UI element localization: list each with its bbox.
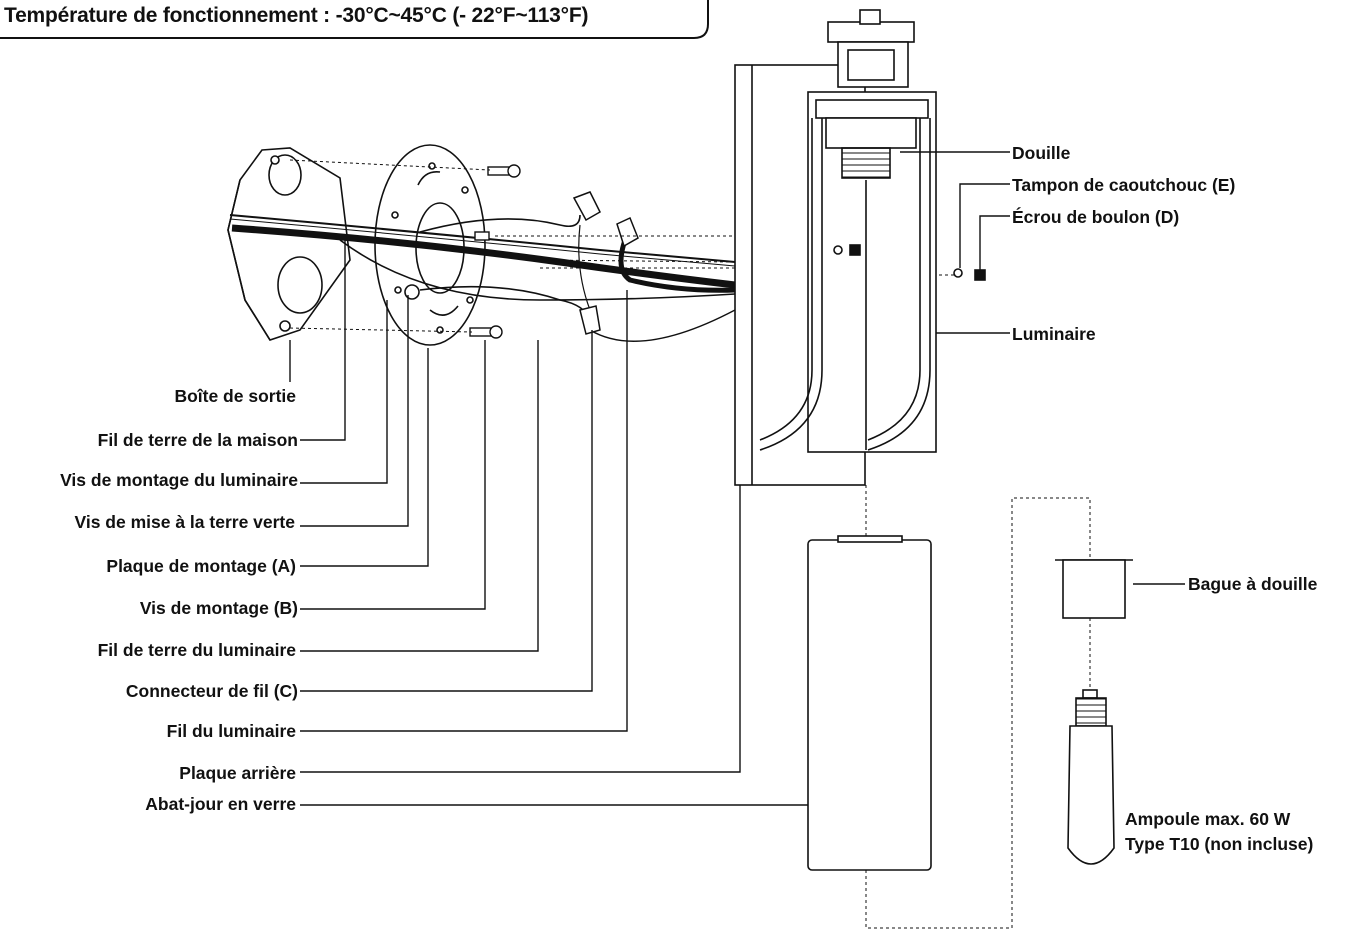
socket-ring-drawing bbox=[1055, 559, 1133, 619]
label-outlet-box: Boîte de sortie bbox=[174, 386, 296, 406]
temperature-text: Température de fonctionnement : -30°C~45… bbox=[4, 4, 589, 27]
glass-shade-drawing bbox=[807, 535, 932, 871]
label-bulb: Ampoule max. 60 W Type T10 (non incluse) bbox=[1125, 807, 1313, 857]
label-rubber-pad: Tampon de caoutchouc (E) bbox=[1012, 175, 1236, 195]
label-mounting-plate: Plaque de montage (A) bbox=[106, 556, 296, 576]
label-wire-connector: Connecteur de fil (C) bbox=[125, 681, 298, 701]
screw-icons bbox=[469, 164, 521, 339]
alignment-lines bbox=[289, 159, 1091, 929]
label-green-ground-screw: Vis de mise à la terre verte bbox=[74, 512, 295, 532]
label-bulb-line1: Ampoule max. 60 W bbox=[1125, 809, 1291, 829]
label-fixture: Luminaire bbox=[1012, 324, 1096, 344]
leader-lines-right bbox=[900, 151, 1185, 585]
label-mounting-screw: Vis de montage (B) bbox=[139, 598, 298, 618]
label-house-ground-wire: Fil de terre de la maison bbox=[97, 430, 298, 450]
wires bbox=[229, 214, 736, 342]
label-fixture-ground-wire: Fil de terre du luminaire bbox=[97, 640, 296, 660]
label-fixture-wire: Fil du luminaire bbox=[166, 721, 296, 741]
bulb-drawing bbox=[1067, 689, 1115, 865]
wire-connector-icons bbox=[572, 191, 639, 335]
label-socket-ring: Bague à douille bbox=[1188, 574, 1318, 594]
outlet-box bbox=[227, 147, 351, 341]
temperature-banner: Température de fonctionnement : -30°C~45… bbox=[0, 0, 712, 39]
label-bulb-line2: Type T10 (non incluse) bbox=[1125, 834, 1314, 854]
label-bolt-nut: Écrou de boulon (D) bbox=[1012, 207, 1180, 227]
banner-frame bbox=[0, 0, 709, 39]
leader-lines-left bbox=[289, 240, 808, 806]
label-glass-shade: Abat-jour en verre bbox=[145, 794, 296, 814]
label-back-plate: Plaque arrière bbox=[179, 763, 296, 783]
label-fixture-mounting-screw: Vis de montage du luminaire bbox=[60, 470, 298, 490]
label-socket: Douille bbox=[1012, 143, 1071, 163]
